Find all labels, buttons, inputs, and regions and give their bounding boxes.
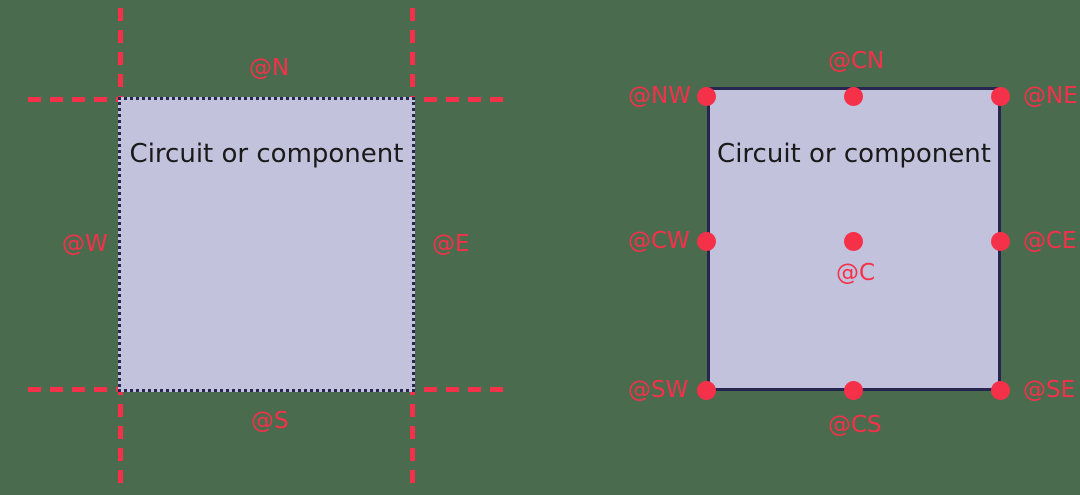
anchor-label-SW: @SW <box>628 377 689 403</box>
anchor-dot-C[interactable] <box>844 232 863 251</box>
anchor-dot-NW[interactable] <box>697 87 716 106</box>
anchor-dot-NE[interactable] <box>991 87 1010 106</box>
anchor-label-CS: @CS <box>828 412 882 438</box>
anchor-label-NW: @NW <box>628 83 691 109</box>
anchor-label-S: @S <box>251 408 289 434</box>
anchor-dot-CS[interactable] <box>844 381 863 400</box>
anchor-dot-CN[interactable] <box>844 87 863 106</box>
anchor-label-W: @W <box>62 231 108 257</box>
anchor-label-E: @E <box>432 231 470 257</box>
anchor-label-CE: @CE <box>1023 228 1077 254</box>
component-box-label-left: Circuit or component <box>129 139 404 169</box>
anchor-dot-SE[interactable] <box>991 381 1010 400</box>
anchor-label-NE: @NE <box>1023 83 1078 109</box>
component-box-label-right: Circuit or component <box>717 139 991 169</box>
component-box-left <box>118 97 415 392</box>
anchor-label-CN: @CN <box>828 48 885 74</box>
anchor-dot-SW[interactable] <box>697 381 716 400</box>
anchor-dot-CE[interactable] <box>991 232 1010 251</box>
anchor-label-N: @N <box>249 55 290 81</box>
left-panel-extent-anchors: Circuit or component @N @W @E @S <box>28 8 510 486</box>
right-panel-point-anchors: Circuit or component @NW @CN @NE @CW @C … <box>540 0 1080 495</box>
anchor-label-SE: @SE <box>1023 377 1076 403</box>
anchor-label-CW: @CW <box>628 228 690 254</box>
anchor-dot-CW[interactable] <box>697 232 716 251</box>
anchor-label-C: @C <box>836 260 876 286</box>
